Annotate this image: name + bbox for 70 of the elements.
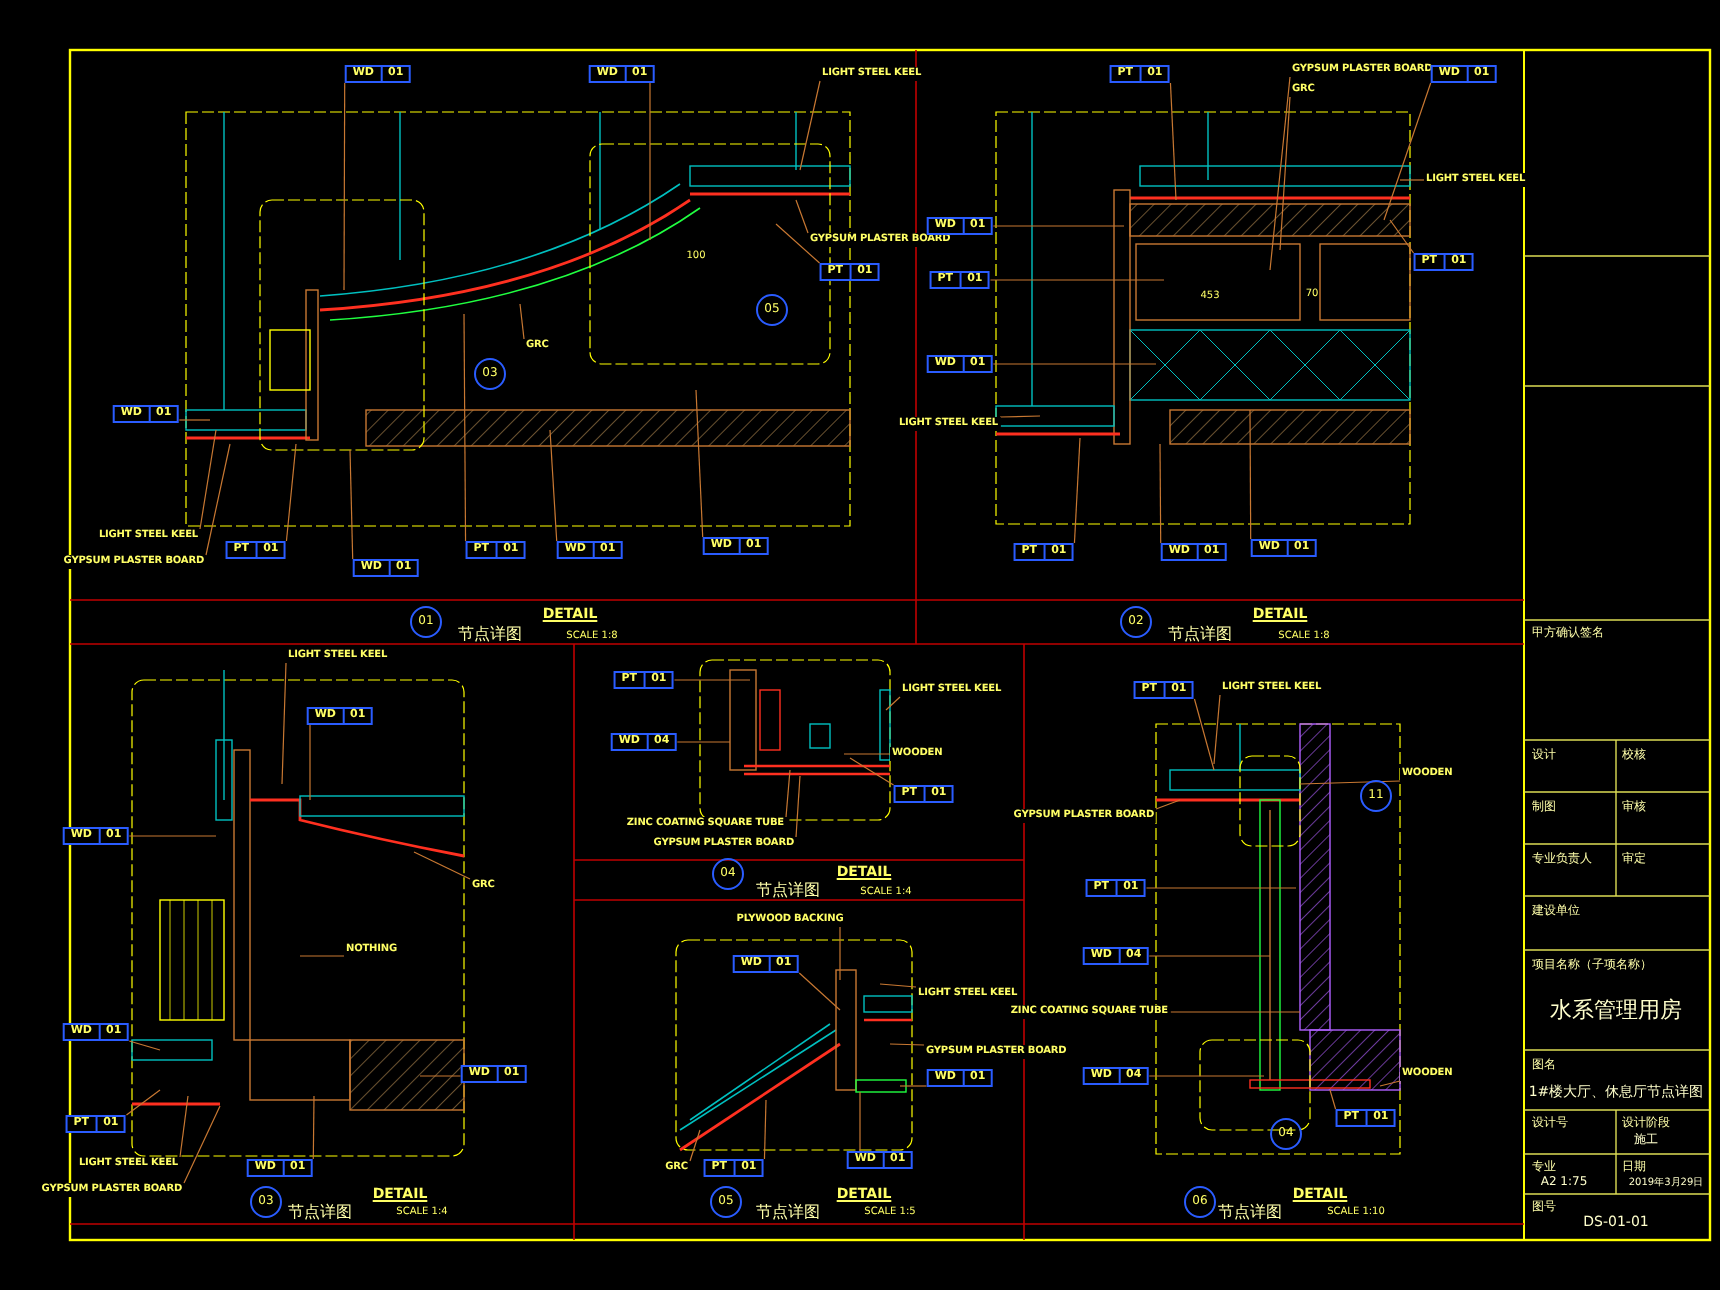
leader-line	[299, 955, 345, 957]
leader-line	[281, 662, 287, 785]
leader-line	[1379, 1080, 1401, 1087]
leader-line	[312, 1095, 315, 1160]
leader-line	[795, 199, 809, 234]
leader-line	[128, 835, 217, 837]
leader-line	[775, 223, 821, 264]
leader-line	[199, 429, 217, 530]
detail-title: 节点详图	[288, 1201, 352, 1223]
detail-title: 节点详图	[1218, 1201, 1282, 1223]
leader-line	[463, 313, 467, 542]
leader-line	[128, 1040, 161, 1051]
leader-line	[178, 419, 211, 421]
leader-line	[889, 1043, 925, 1046]
leader-line	[763, 1099, 767, 1160]
leader-line	[309, 724, 311, 801]
leader-line	[992, 225, 1125, 227]
leader-line	[1073, 437, 1081, 544]
leader-line	[799, 80, 821, 171]
leader-line	[849, 757, 895, 786]
leader-line	[999, 415, 1041, 418]
detail-title: 节点详图	[458, 623, 522, 645]
leader-line	[1145, 887, 1297, 889]
leader-line	[1155, 799, 1181, 810]
leader-line	[183, 1105, 221, 1184]
leader-line	[343, 82, 346, 291]
leader-line	[1279, 96, 1291, 251]
leader-line	[676, 741, 731, 743]
detail-title: 节点详图	[756, 1201, 820, 1223]
leader-line	[1148, 1075, 1265, 1077]
leader-line	[549, 429, 558, 542]
leader-line	[1169, 82, 1177, 201]
leader-line	[843, 753, 891, 755]
leader-line	[695, 389, 704, 538]
leader-line	[689, 1129, 701, 1162]
leader-line	[179, 1095, 189, 1158]
leader-line	[1169, 1011, 1301, 1013]
detail-title: 节点详图	[756, 879, 820, 901]
leader-line	[413, 851, 471, 880]
leader-line	[795, 775, 801, 838]
leader-line	[1249, 409, 1252, 540]
leader-line	[899, 1085, 928, 1087]
leader-line	[785, 769, 791, 818]
leader-line	[673, 679, 751, 681]
leader-line	[1399, 179, 1425, 181]
leader-line	[1269, 76, 1291, 271]
leader-line	[1159, 443, 1162, 544]
leader-line	[349, 449, 354, 560]
leader-line	[1299, 780, 1401, 785]
leader-line	[125, 1089, 161, 1116]
leader-line	[885, 696, 901, 711]
leader-line	[1329, 1089, 1337, 1110]
leader-line	[285, 443, 297, 542]
leader-line	[419, 1075, 462, 1077]
leader-line	[205, 443, 231, 556]
leader-line	[989, 279, 1165, 281]
leader-line	[839, 926, 841, 981]
leader-line	[859, 1091, 861, 1152]
leader-line	[798, 972, 841, 1011]
leader-line	[1148, 955, 1271, 957]
leader-line	[992, 363, 1157, 365]
leader-line	[519, 303, 525, 340]
leader-line	[879, 983, 917, 988]
leader-line	[1389, 219, 1415, 254]
leader-line	[1193, 698, 1215, 771]
leader-line	[1213, 694, 1221, 765]
project-name: 水系管理用房	[1550, 995, 1682, 1025]
leader-line	[1383, 82, 1432, 221]
leader-line	[649, 82, 651, 241]
detail-title: 节点详图	[1168, 623, 1232, 645]
